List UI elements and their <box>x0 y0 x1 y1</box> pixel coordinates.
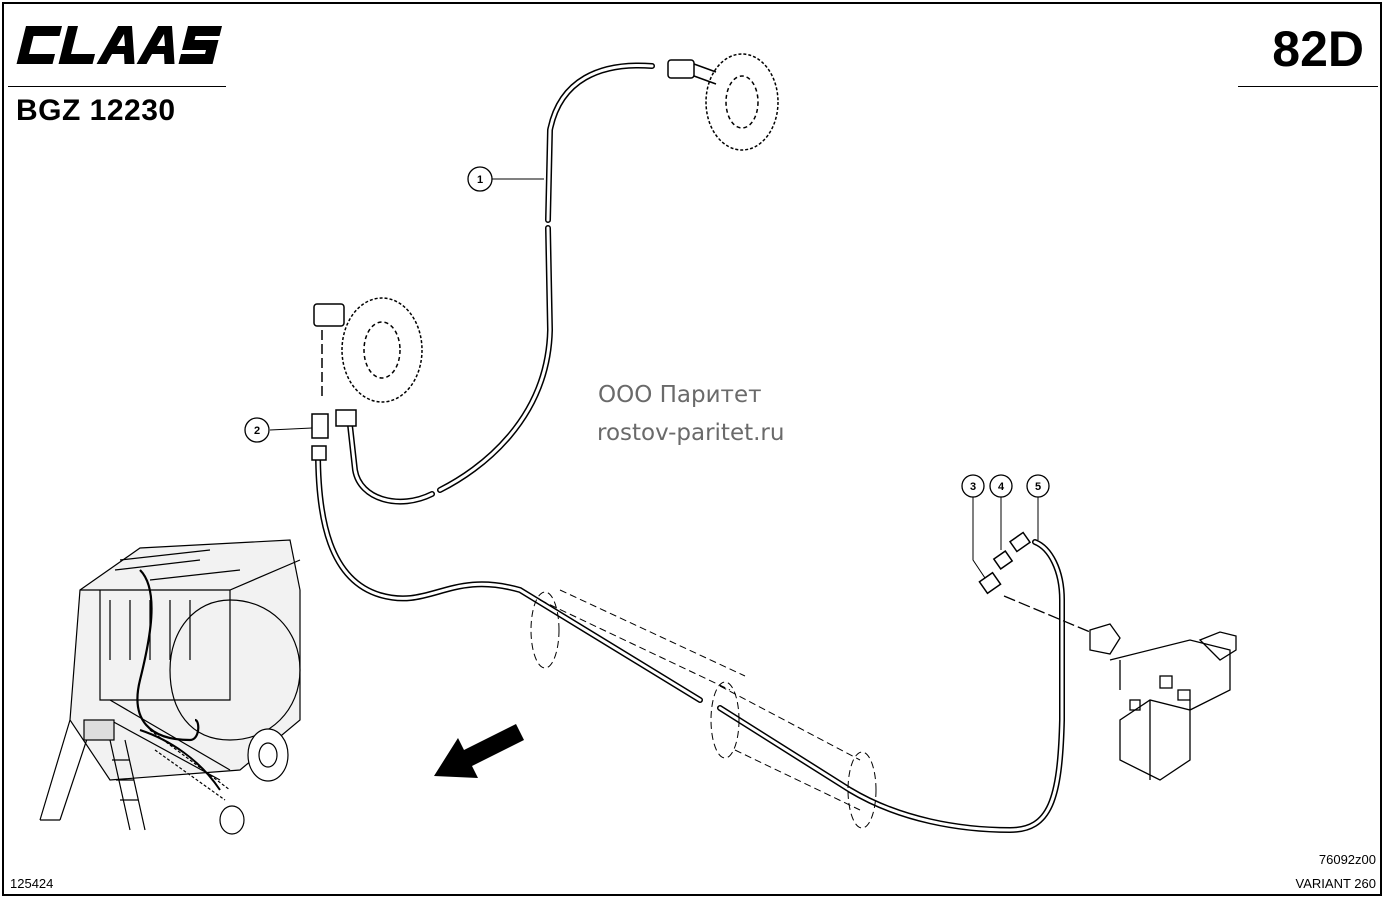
direction-arrow <box>434 724 524 778</box>
sprocket-middle-left <box>313 297 423 403</box>
svg-text:4: 4 <box>998 481 1005 493</box>
callout-1: 1 <box>467 166 493 192</box>
model-code: BGZ 12230 <box>16 94 176 127</box>
header-rule-left <box>8 86 226 87</box>
callout-2: 2 <box>244 417 270 443</box>
page-code: 82D <box>1272 21 1364 77</box>
watermark-company: ООО Паритет <box>598 382 762 408</box>
header-rule-right <box>1238 86 1378 87</box>
valve-block <box>1003 595 1237 781</box>
drawing-number: 76092z00 <box>1318 852 1376 867</box>
sprocket-upper-right <box>667 53 779 151</box>
svg-text:2: 2 <box>254 425 260 437</box>
svg-text:1: 1 <box>477 174 483 186</box>
svg-text:5: 5 <box>1035 481 1041 493</box>
brand-logo <box>16 26 223 64</box>
t-fitting <box>311 409 357 461</box>
callout-leaders <box>269 178 1039 579</box>
watermark-website: rostov-paritet.ru <box>597 420 785 446</box>
rollers-dashed <box>530 589 877 829</box>
variant-label: VARIANT 260 <box>1295 876 1376 891</box>
sheet-number: 125424 <box>10 876 54 891</box>
callout-5: 5 <box>1026 474 1050 498</box>
baler-machine-illustration <box>39 539 301 835</box>
callout-4: 4 <box>989 474 1013 498</box>
hose-upper <box>347 62 655 505</box>
svg-text:3: 3 <box>970 481 976 493</box>
hose-lower <box>315 449 1065 834</box>
fittings-3-4-5 <box>978 531 1032 595</box>
callout-3: 3 <box>961 474 985 498</box>
